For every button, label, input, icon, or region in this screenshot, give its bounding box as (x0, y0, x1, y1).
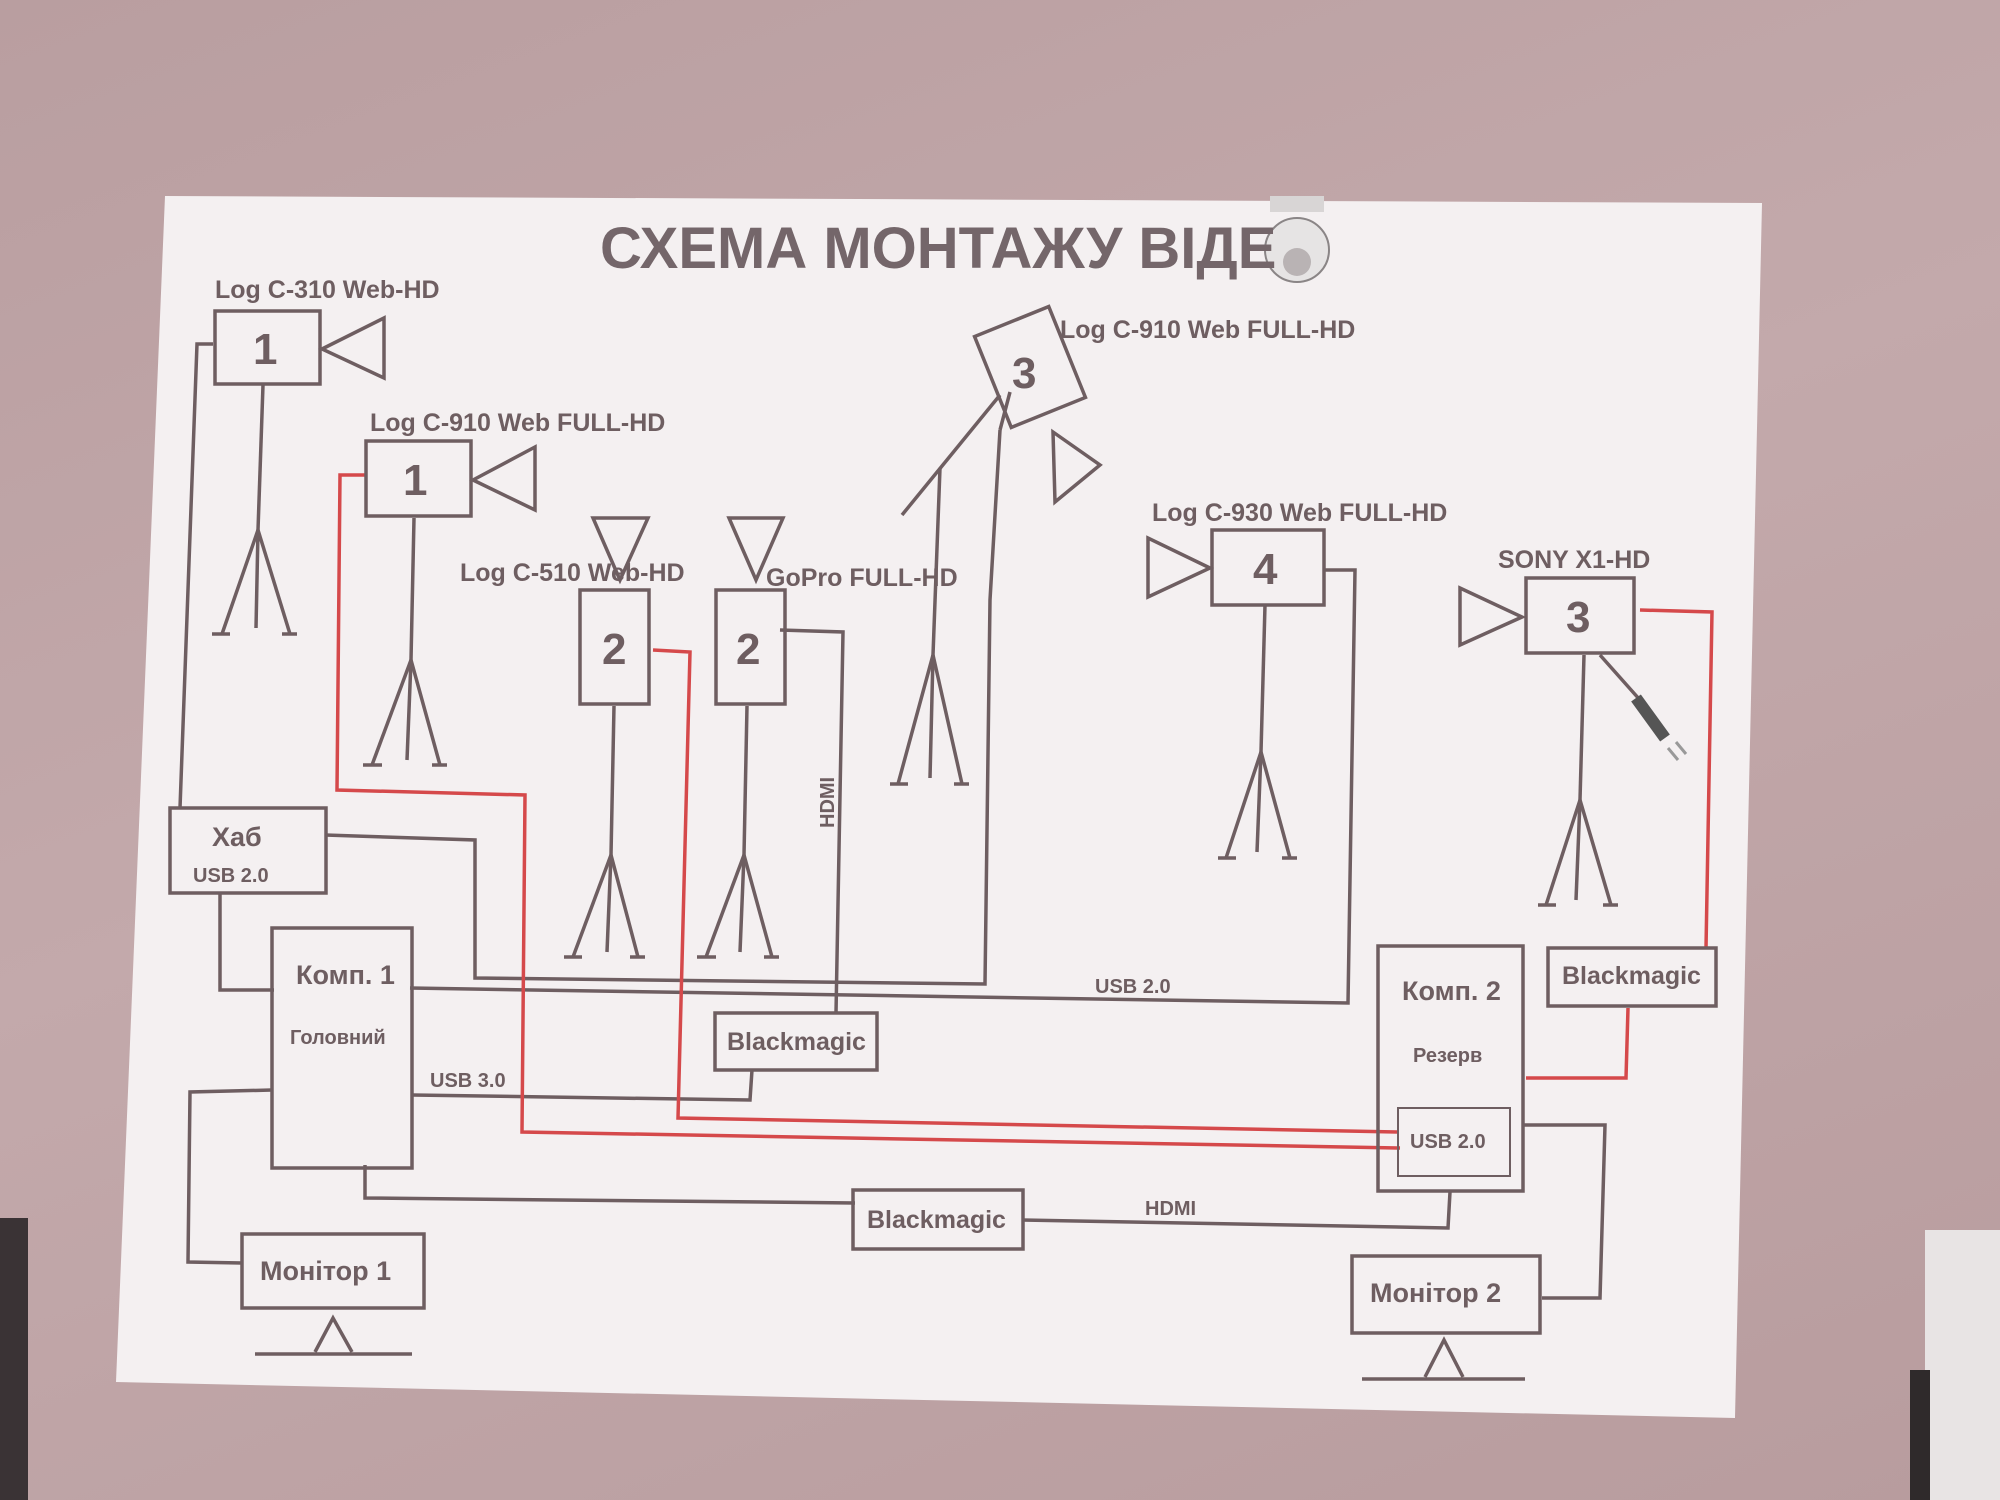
camera-3-sony: 3 SONY X1-HD (1458, 546, 1650, 655)
lens-icon (317, 315, 386, 381)
hdmi-label-gopro: HDMI (817, 777, 839, 828)
lens-icon (1146, 535, 1215, 600)
svg-text:Blackmagic: Blackmagic (867, 1206, 1006, 1234)
camera-3-c910: 3 Log C-910 Web FULL-HD (972, 304, 1355, 506)
usb20-label: USB 2.0 (1095, 976, 1171, 998)
svg-text:Log C-930 Web FULL-HD: Log C-930 Web FULL-HD (1152, 499, 1447, 527)
computer-2: Комп. 2 Резерв USB 2.0 (1376, 944, 1525, 1193)
lens-icon (726, 516, 786, 585)
svg-text:1: 1 (403, 456, 427, 505)
hdmi-label-bottom: HDMI (1145, 1198, 1196, 1220)
blackmagic-2: Blackmagic (851, 1188, 1025, 1251)
svg-text:Комп. 2: Комп. 2 (1402, 976, 1501, 1006)
svg-text:3: 3 (1012, 349, 1036, 398)
svg-text:Log C-510 Web-HD: Log C-510 Web-HD (460, 559, 685, 587)
svg-text:SONY X1-HD: SONY X1-HD (1498, 546, 1650, 574)
lens-icon (1458, 585, 1527, 648)
svg-text:GoPro FULL-HD: GoPro FULL-HD (766, 564, 958, 592)
lens-icon (590, 516, 651, 585)
microphone-icon (1598, 653, 1688, 761)
svg-text:1: 1 (253, 325, 277, 374)
blackmagic-1: Blackmagic (713, 1011, 879, 1072)
usb30-label: USB 3.0 (430, 1070, 506, 1092)
svg-text:Log C-910 Web FULL-HD: Log C-910 Web FULL-HD (1060, 316, 1355, 344)
usb-hub: Хаб USB 2.0 (168, 806, 328, 895)
svg-text:Головний: Головний (290, 1027, 386, 1049)
monitor-2: Монітор 2 (1350, 1254, 1542, 1381)
svg-text:USB 2.0: USB 2.0 (193, 865, 269, 887)
tripods (212, 384, 1688, 959)
diagram-title: СХЕМА МОНТАЖУ ВІДЕ (600, 216, 1276, 281)
blackmagic-3: Blackmagic (1546, 946, 1718, 1008)
camera-2-gopro: 2 GoPro FULL-HD (714, 516, 958, 706)
svg-text:2: 2 (602, 625, 626, 674)
svg-text:Резерв: Резерв (1413, 1045, 1482, 1067)
svg-text:Blackmagic: Blackmagic (1562, 962, 1701, 990)
lens-icon (1051, 428, 1103, 506)
ceiling-camera (1264, 196, 1330, 283)
camera-1-c910: 1 Log C-910 Web FULL-HD (364, 409, 665, 518)
svg-text:4: 4 (1253, 545, 1278, 594)
svg-text:2: 2 (736, 625, 760, 674)
camera-4-c930: 4 Log C-930 Web FULL-HD (1146, 499, 1447, 607)
svg-text:3: 3 (1566, 593, 1590, 642)
connection-lines (178, 342, 1714, 1300)
svg-text:Хаб: Хаб (212, 822, 262, 852)
svg-text:Log C-310 Web-HD: Log C-310 Web-HD (215, 276, 440, 304)
right-side-object (1925, 1230, 2000, 1500)
svg-text:Blackmagic: Blackmagic (727, 1028, 866, 1056)
svg-text:USB 2.0: USB 2.0 (1410, 1131, 1486, 1153)
svg-text:Монітор 1: Монітор 1 (260, 1256, 391, 1286)
svg-text:Log C-910 Web FULL-HD: Log C-910 Web FULL-HD (370, 409, 665, 437)
lens-icon (469, 444, 537, 513)
svg-text:Монітор 2: Монітор 2 (1370, 1278, 1501, 1308)
left-side-object (0, 1218, 28, 1500)
monitor-1: Монітор 1 (240, 1232, 426, 1356)
svg-text:Комп. 1: Комп. 1 (296, 960, 395, 990)
computer-1: Комп. 1 Головний (270, 926, 414, 1170)
camera-1-c310: 1 Log C-310 Web-HD (213, 276, 440, 386)
camera-2-c510: 2 Log C-510 Web-HD (460, 516, 685, 706)
